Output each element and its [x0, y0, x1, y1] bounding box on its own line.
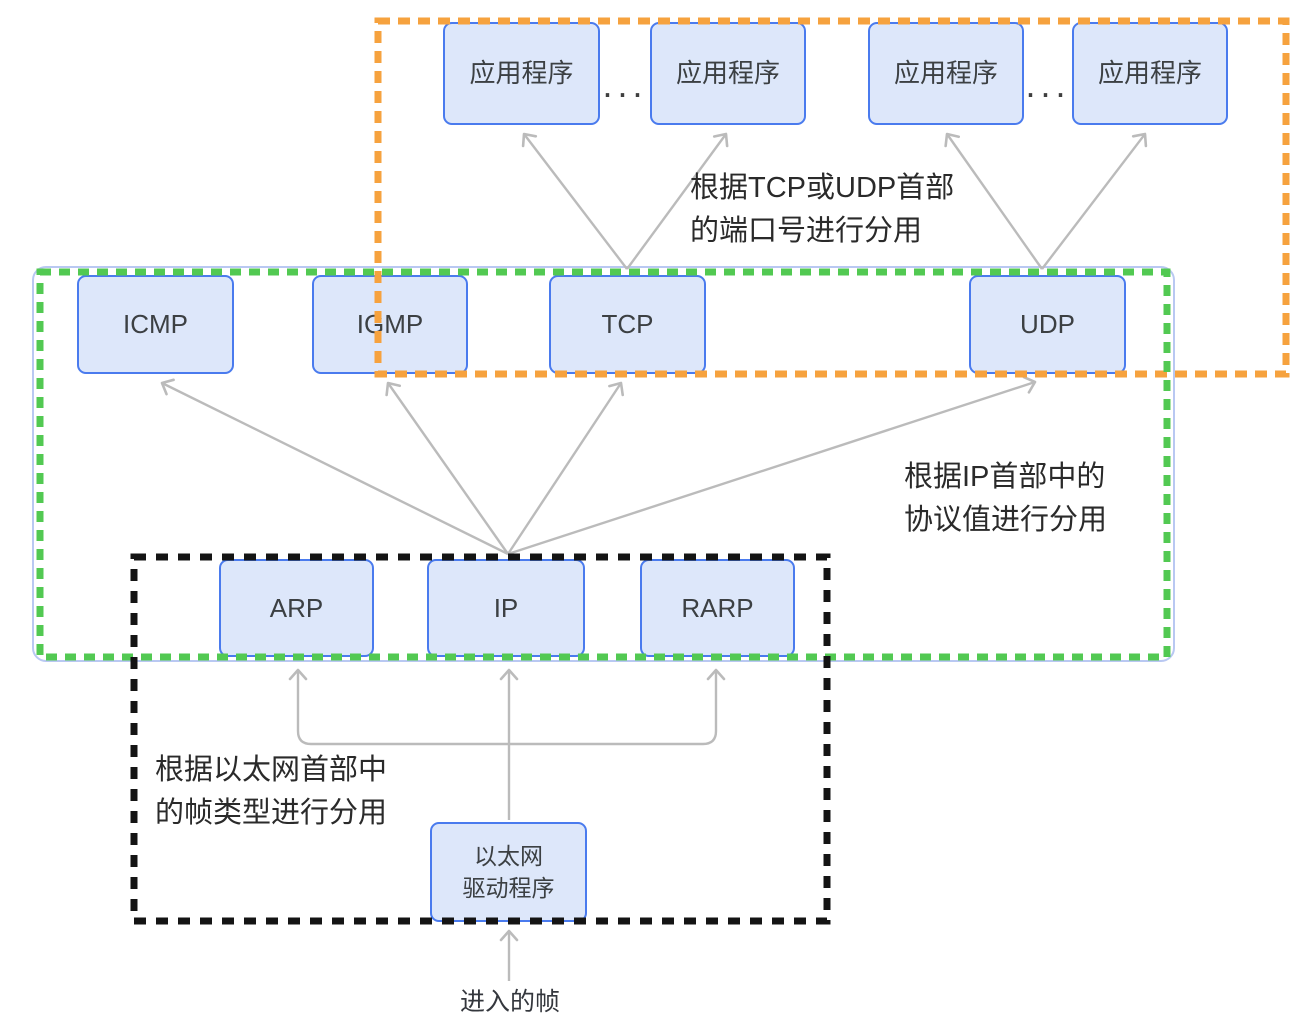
arrow-ip-to-icmp [160, 378, 509, 556]
incoming-frame-label: 进入的帧 [459, 988, 560, 1016]
box-application-1: 应用程序 [443, 22, 600, 125]
arrow-udp-to-app4 [1041, 132, 1148, 270]
box-arp-label: ARP [269, 592, 324, 623]
box-ip: IP [427, 559, 585, 657]
box-application-2-label: 应用程序 [675, 58, 780, 89]
box-ethernet-driver: 以太网 驱动程序 [430, 822, 587, 922]
box-ethernet-driver-label: 以太网 驱动程序 [463, 840, 555, 904]
arrow-driver-to-rarp [509, 668, 726, 746]
box-application-3-label: 应用程序 [893, 58, 998, 89]
annotation-ip-protocol-line2: 协议值进行分用 [904, 504, 1108, 536]
box-arp: ARP [219, 559, 374, 657]
annotation-ip-protocol: 根据IP首部中的 协议值进行分用 [904, 456, 1107, 542]
annotation-ethernet-frame-type: 根据以太网首部中 的帧类型进行分用 [155, 749, 387, 835]
annotation-ip-protocol-line1: 根据IP首部中的 [904, 461, 1106, 493]
box-application-3: 应用程序 [868, 22, 1024, 125]
box-icmp-label: ICMP [123, 309, 188, 340]
box-rarp-label: RARP [681, 592, 754, 623]
annotation-tcp-udp-ports-line2: 的端口号进行分用 [690, 215, 923, 247]
annotation-tcp-udp-ports: 根据TCP或UDP首部 的端口号进行分用 [690, 167, 954, 253]
arrow-tcp-to-app1 [521, 132, 628, 270]
ethernet-driver-line2: 驱动程序 [462, 875, 555, 901]
ethernet-driver-line1: 以太网 [474, 843, 543, 869]
box-tcp: TCP [549, 275, 706, 374]
box-igmp: IGMP [312, 275, 468, 374]
arrow-ip-to-tcp [506, 381, 625, 555]
box-tcp-label: TCP [601, 309, 654, 340]
box-udp-label: UDP [1020, 309, 1075, 340]
box-application-2: 应用程序 [650, 22, 806, 125]
annotation-ethernet-frame-type-line1: 根据以太网首部中 [155, 754, 388, 786]
box-igmp-label: IGMP [356, 309, 424, 340]
arrow-ip-to-igmp [385, 381, 509, 555]
box-application-1-label: 应用程序 [469, 58, 574, 89]
box-application-4-label: 应用程序 [1097, 58, 1202, 89]
ellipsis-left: ··· [601, 72, 647, 113]
arrow-udp-to-app3 [944, 132, 1043, 270]
box-udp: UDP [969, 275, 1126, 374]
box-icmp: ICMP [77, 275, 234, 374]
box-rarp: RARP [640, 559, 795, 657]
box-ip-label: IP [493, 592, 519, 623]
arrow-driver-to-arp [288, 668, 509, 746]
annotation-ethernet-frame-type-line2: 的帧类型进行分用 [155, 797, 388, 829]
box-application-4: 应用程序 [1072, 22, 1228, 125]
annotation-tcp-udp-ports-line1: 根据TCP或UDP首部 [690, 172, 955, 204]
ellipsis-right: ··· [1024, 72, 1070, 113]
